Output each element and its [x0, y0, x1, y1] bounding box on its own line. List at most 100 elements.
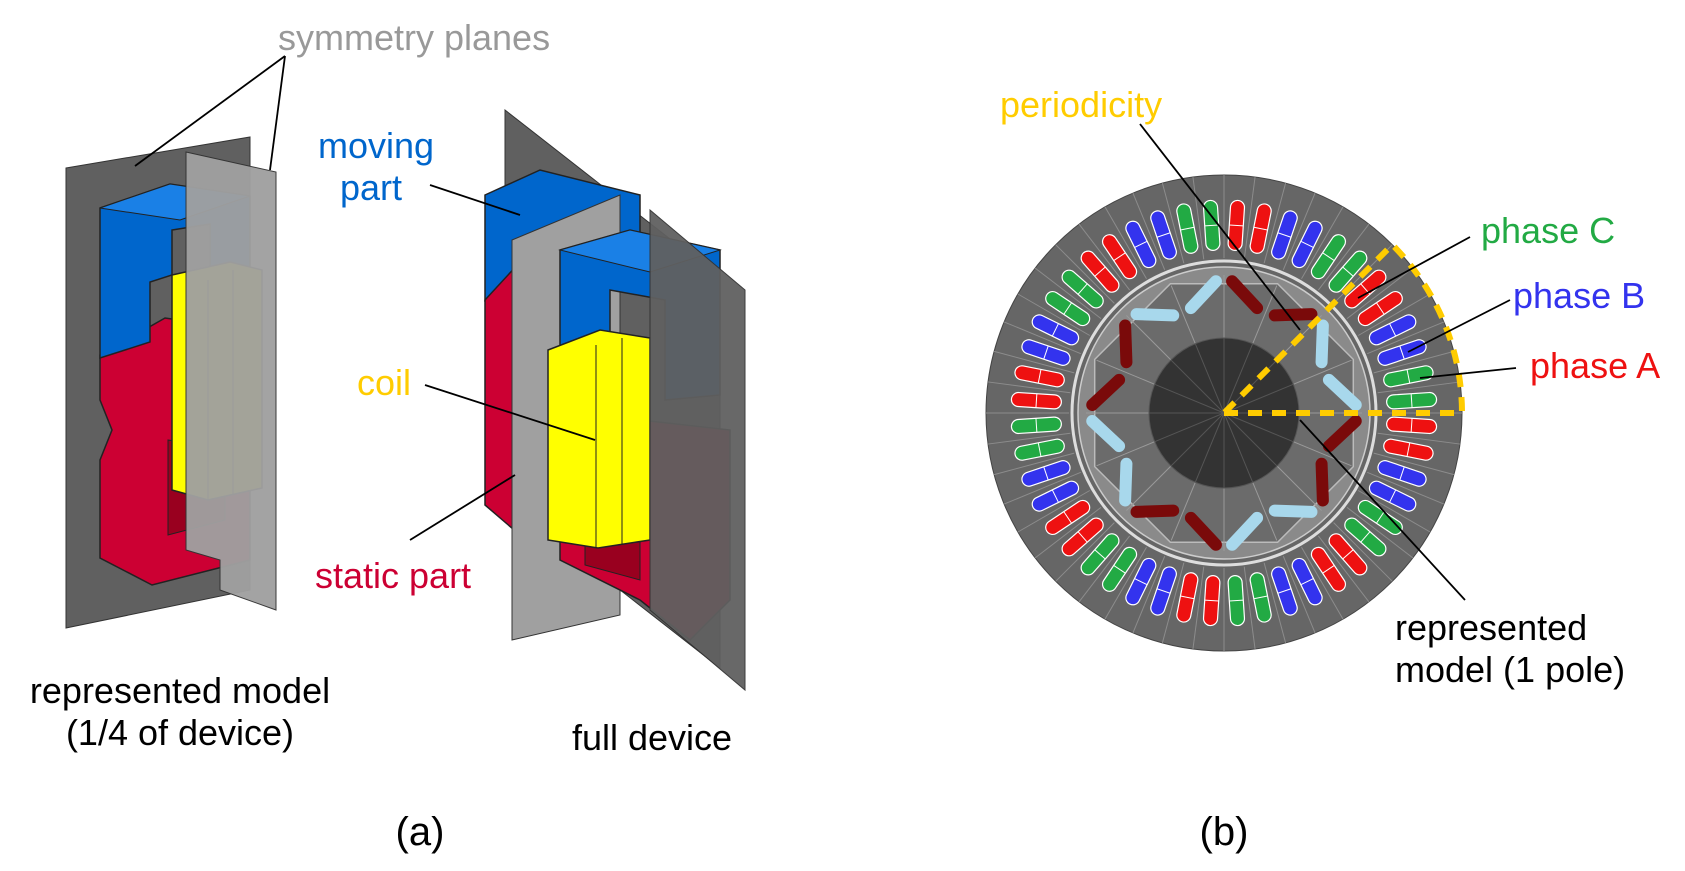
stator-slot [1368, 314, 1417, 346]
stator-slot [1021, 339, 1071, 366]
represented-model-b-line2: model (1 pole) [1395, 649, 1625, 690]
stator-slot [1383, 438, 1434, 461]
full-plane-dark-front [649, 208, 746, 692]
moving-part-label-line1: moving [318, 125, 434, 166]
stator-tooth-line [1192, 176, 1205, 260]
full-device [484, 108, 746, 692]
rotor-magnets [1086, 275, 1362, 551]
coil-label: coil [357, 362, 411, 403]
stator-tooth-line [1333, 522, 1393, 582]
stator-tooth-line [1161, 182, 1185, 264]
stator-tooth-line [1346, 506, 1414, 559]
stator-slot [1014, 365, 1065, 388]
leader-symmetry-1 [134, 55, 286, 167]
represented-model-a-line1: represented model [30, 670, 330, 711]
rotor-spoke [1252, 482, 1278, 541]
stator-tooth-line [1263, 562, 1287, 644]
stator-slot [1021, 460, 1071, 487]
stator-slot [1061, 517, 1104, 557]
shaft-spoke [1223, 412, 1294, 443]
stator-slot [1328, 533, 1368, 576]
stator-tooth-line [1317, 535, 1370, 603]
stator-slot [1061, 269, 1104, 309]
periodicity-sector [1216, 240, 1466, 416]
stator-slot [1101, 234, 1138, 280]
stator-slot [1368, 480, 1417, 512]
rotor-spoke [1276, 465, 1322, 511]
stator-slots [986, 175, 1462, 651]
stator-tooth-line [1301, 206, 1344, 280]
stator-slot [1010, 391, 1062, 410]
rotor-spoke [1126, 315, 1172, 361]
stator-tooth-line [1317, 223, 1370, 291]
rotor-spoke [1293, 441, 1352, 467]
stator-tooth-line [1243, 176, 1256, 260]
stator-tooth-line [1017, 490, 1091, 533]
stator-tooth-line [1132, 192, 1166, 270]
stator-tooth-line [1078, 223, 1131, 291]
stator-slot [1227, 199, 1246, 251]
rotor-spoke [1170, 285, 1196, 344]
stator-slot [1291, 220, 1323, 269]
stator-slot [1310, 546, 1347, 592]
stator-slot [1150, 210, 1177, 260]
stator-slot [1045, 290, 1091, 327]
stator-slot [1249, 203, 1272, 254]
shaft-spoke [1154, 412, 1225, 443]
stator-slot [1357, 290, 1403, 327]
coil-full [547, 329, 651, 549]
stator-tooth-line [1104, 206, 1147, 280]
stator-tooth-line [993, 452, 1075, 476]
panel-b-leaders [1139, 123, 1517, 601]
stator-slot [1227, 575, 1246, 627]
stator-slot [1150, 566, 1177, 616]
shaft-spoke [1223, 343, 1254, 414]
stator-tooth-line [1282, 192, 1316, 270]
moving-part-label-line2: part [340, 167, 402, 208]
leader-represented [1299, 419, 1466, 601]
stator-slot [1031, 480, 1080, 512]
stator-tooth-line [1357, 293, 1431, 336]
rotor-magnet-pole [1226, 504, 1318, 551]
stator-slot [1383, 365, 1434, 388]
rotor-magnet-pole [1086, 319, 1133, 411]
shaft-spoke [1194, 343, 1225, 414]
stator-slot [1031, 314, 1080, 346]
shaft-spoke [1154, 383, 1225, 414]
stator-tooth-line [1003, 471, 1081, 505]
stator-tooth-line [1373, 350, 1455, 374]
stator-tooth-line [993, 350, 1075, 374]
rotor-spoke [1293, 359, 1352, 385]
stator-slot [1010, 416, 1062, 435]
leader-moving [429, 184, 521, 216]
stator-tooth-line [1034, 267, 1102, 320]
stator-slot [1125, 557, 1157, 606]
stator-slot [1271, 210, 1298, 260]
stator-tooth-line [1017, 293, 1091, 336]
stator-tooth-line [1377, 381, 1461, 394]
panel-a-electromagnet: symmetry planes moving part coil static … [30, 17, 746, 854]
rotor-magnet-pole [1226, 275, 1318, 322]
represented-model-b-line1: represented [1395, 607, 1587, 648]
panel-a-letter: (a) [396, 810, 445, 854]
stator-slot [1014, 438, 1065, 461]
stator-slot [1101, 546, 1138, 592]
stator-tooth-line [1161, 562, 1185, 644]
stator-slot [1310, 234, 1347, 280]
stator-tooth-line [1132, 556, 1166, 634]
shaft-spoke [1223, 383, 1294, 414]
stator-tooth-line [1055, 244, 1115, 304]
rotor-spoke [1096, 441, 1155, 467]
stator-slot [1386, 416, 1438, 435]
shaft-spoke [1223, 412, 1254, 483]
stator-slot [1080, 533, 1120, 576]
leader-periodicity [1139, 123, 1301, 331]
stator-tooth-line [1055, 522, 1115, 582]
stator-slot [1176, 203, 1199, 254]
stator-slot [1176, 572, 1199, 623]
symmetry-planes-label: symmetry planes [278, 17, 550, 58]
stator-tooth-line [1192, 566, 1205, 650]
stator-slot [1344, 269, 1387, 309]
phase-c-label: phase C [1481, 210, 1615, 251]
stator-slot [1045, 499, 1091, 536]
